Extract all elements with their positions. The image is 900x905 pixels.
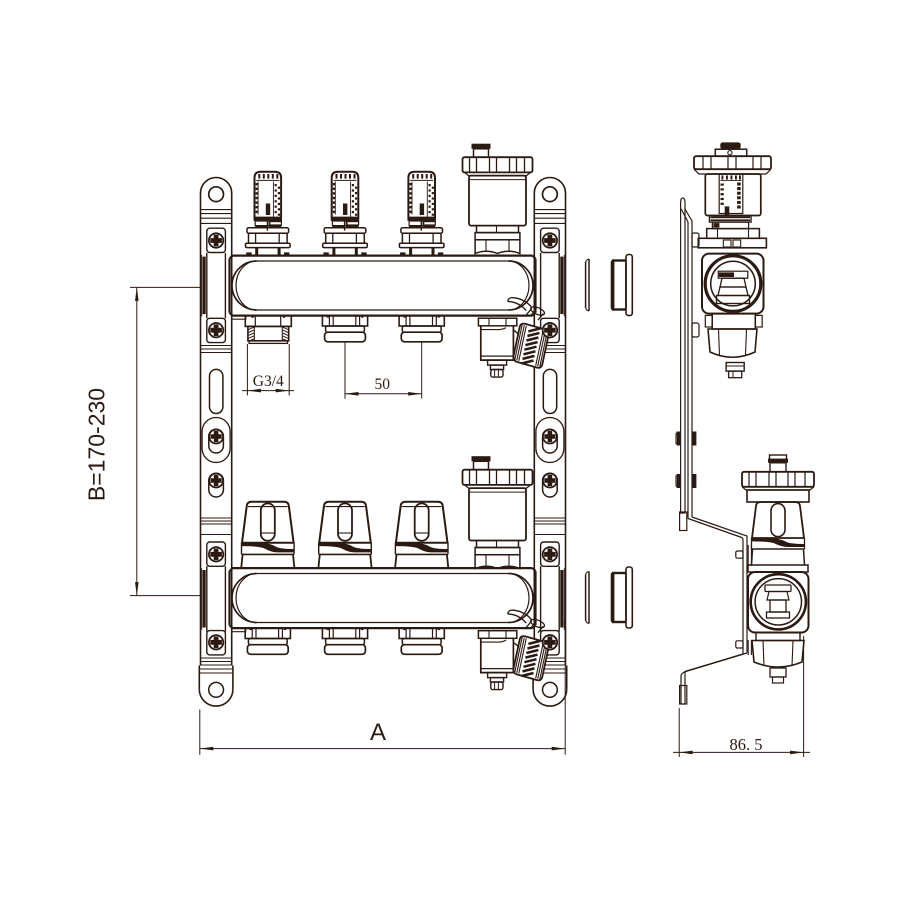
svg-text:A: A	[370, 719, 386, 746]
svg-text:86. 5: 86. 5	[730, 735, 763, 754]
svg-text:B=170-230: B=170-230	[84, 388, 110, 501]
svg-text:50: 50	[375, 376, 391, 393]
svg-text:G3/4: G3/4	[253, 373, 284, 390]
